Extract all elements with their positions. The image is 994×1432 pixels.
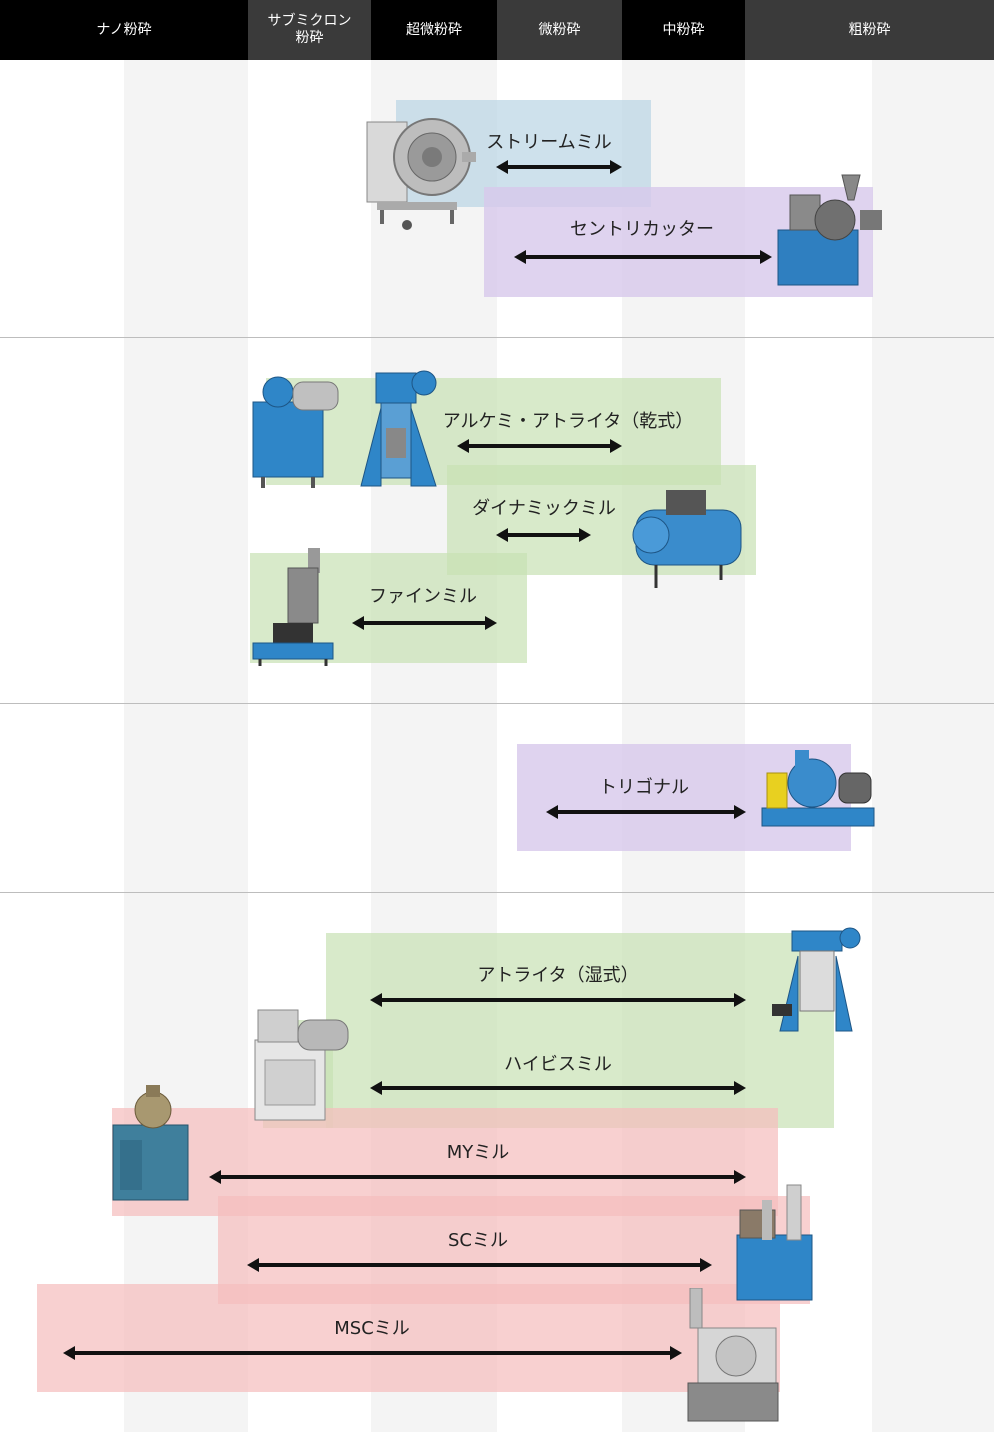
range-arrow-stream-mill bbox=[496, 160, 622, 174]
sc-mill-machine-image bbox=[736, 1184, 813, 1301]
range-arrow-my-mill bbox=[209, 1170, 746, 1184]
header-nano: ナノ粉砕 bbox=[0, 0, 248, 60]
msc-mill-machine-image bbox=[687, 1288, 779, 1422]
range-arrow-fine-mill bbox=[352, 616, 497, 630]
range-arrow-hibis-mill bbox=[370, 1081, 746, 1095]
dynamic-mill-machine-image bbox=[632, 490, 742, 588]
label-stream-mill: ストリームミル bbox=[486, 132, 612, 153]
range-arrow-trigonal bbox=[546, 805, 746, 819]
header-ultrafine: 超微粉砕 bbox=[371, 0, 497, 60]
label-msc-mill: MSCミル bbox=[334, 1318, 410, 1339]
my-mill-machine-image bbox=[112, 1085, 189, 1201]
label-hibis-mill: ハイビスミル bbox=[504, 1054, 612, 1075]
range-arrow-dynamic-mill bbox=[496, 528, 591, 542]
header-label: サブミクロン 粉砕 bbox=[267, 13, 352, 46]
range-arrow-msc-mill bbox=[63, 1346, 682, 1360]
band-attritor-wet bbox=[326, 933, 834, 1128]
header-label: 中粉砕 bbox=[662, 21, 705, 38]
header-medium: 中粉砕 bbox=[622, 0, 745, 60]
attritor-wet-machine-image bbox=[772, 927, 861, 1032]
section-divider bbox=[0, 892, 994, 893]
header-label: 粗粉砕 bbox=[848, 21, 891, 38]
band-msc-mill bbox=[37, 1284, 780, 1392]
range-arrow-sc-mill bbox=[247, 1258, 712, 1272]
header-label: 超微粉砕 bbox=[406, 21, 462, 38]
header-label: 微粉砕 bbox=[538, 21, 581, 38]
range-arrow-alchemi-attritor-dry bbox=[457, 439, 622, 453]
label-alchemi-attritor-dry: アルケミ・アトライタ（乾式） bbox=[442, 411, 694, 432]
range-arrow-attritor-wet bbox=[370, 993, 746, 1007]
label-sc-mill: SCミル bbox=[448, 1230, 508, 1251]
label-trigonal: トリゴナル bbox=[599, 777, 689, 798]
header-fine: 微粉砕 bbox=[497, 0, 622, 60]
fine-mill-machine-image bbox=[252, 548, 334, 666]
alchemi-attritor-machine-image-1 bbox=[252, 376, 339, 488]
section-divider bbox=[0, 337, 994, 338]
trigonal-machine-image bbox=[761, 750, 875, 827]
label-my-mill: MYミル bbox=[446, 1142, 510, 1163]
column-stripe bbox=[872, 60, 994, 1432]
label-centricutter: セントリカッター bbox=[570, 219, 714, 240]
centricutter-machine-image bbox=[777, 174, 882, 286]
header-label: ナノ粉砕 bbox=[96, 21, 152, 38]
label-dynamic-mill: ダイナミックミル bbox=[472, 498, 616, 519]
hibis-mill-machine-image bbox=[254, 1009, 349, 1121]
stream-mill-machine-image bbox=[366, 118, 476, 230]
range-arrow-centricutter bbox=[514, 250, 772, 264]
label-attritor-wet: アトライタ（湿式） bbox=[477, 965, 639, 986]
label-fine-mill: ファインミル bbox=[369, 586, 477, 607]
section-divider bbox=[0, 703, 994, 704]
alchemi-attritor-machine-image-2 bbox=[360, 370, 437, 487]
header-coarse: 粗粉砕 bbox=[745, 0, 994, 60]
header-submicron: サブミクロン 粉砕 bbox=[248, 0, 371, 60]
